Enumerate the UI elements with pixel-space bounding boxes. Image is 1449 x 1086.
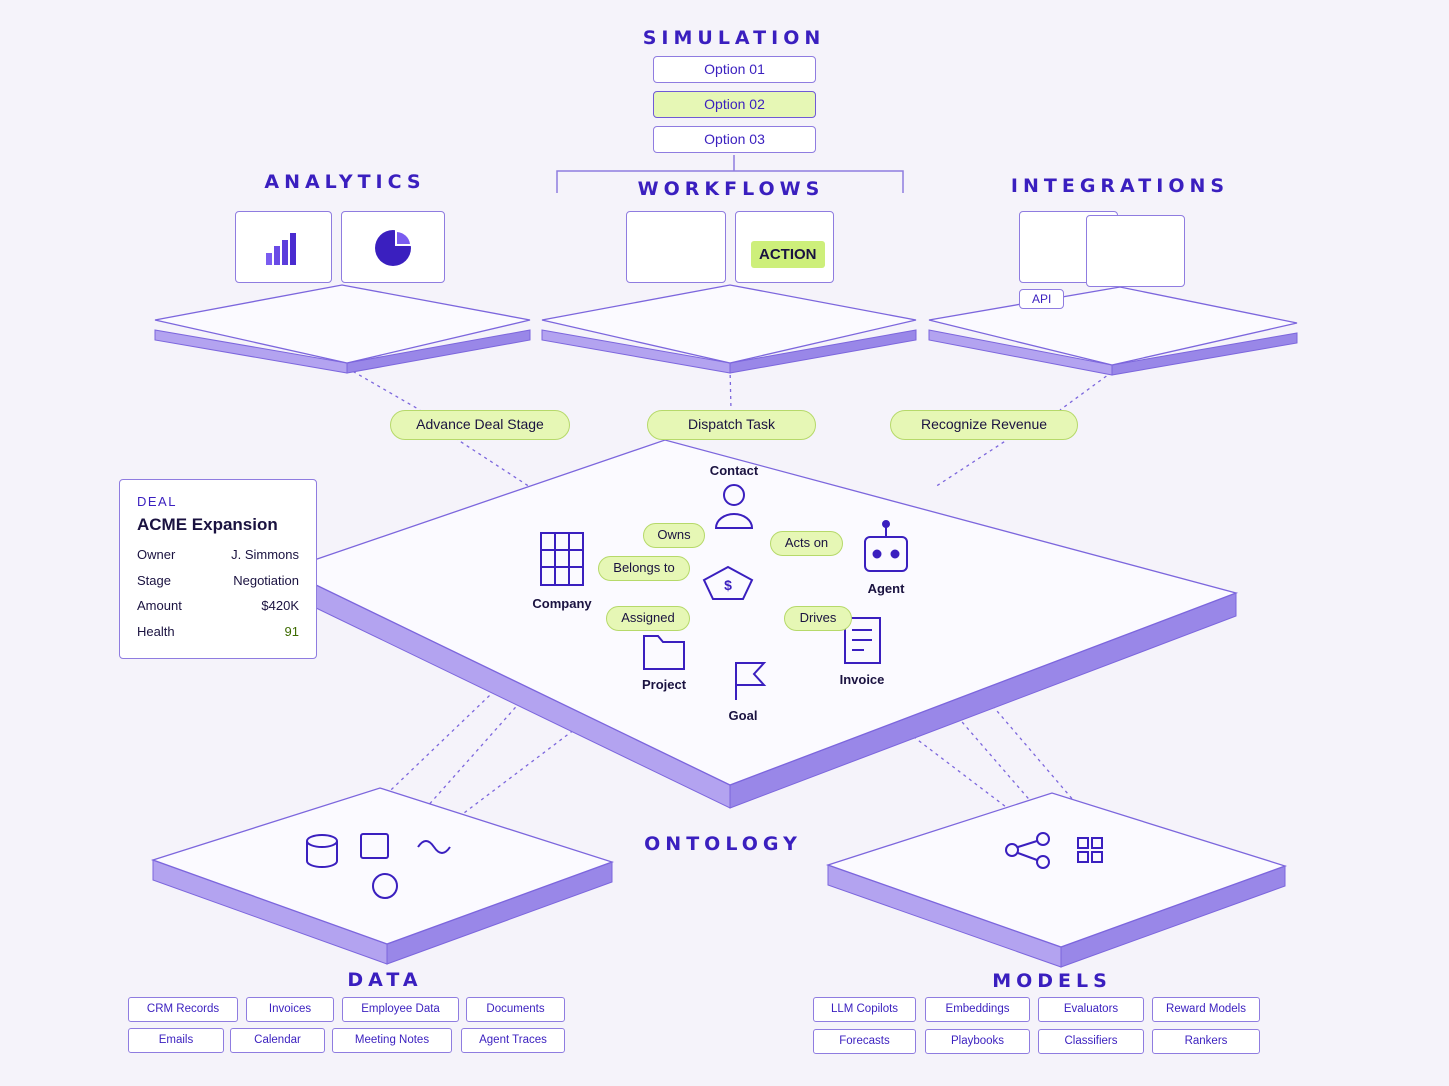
simulation-bracket [556,155,904,193]
company-icon [540,532,584,586]
node-agent-label: Agent [867,581,905,596]
option-01[interactable]: Option 01 [653,56,816,83]
deal-stage-value: Negotiation [233,572,299,588]
deal-owner-value: J. Simmons [231,547,299,562]
analytics-title: ANALYTICS [264,171,426,193]
models-title: MODELS [992,970,1112,992]
workflows-platform [541,284,917,374]
workflow-card-blank[interactable] [626,211,726,283]
option-03[interactable]: Option 03 [653,126,816,153]
node-contact-label: Contact [709,463,759,478]
data-chip-emails[interactable]: Emails [128,1028,224,1053]
data-chip-agent-traces[interactable]: Agent Traces [461,1028,565,1053]
deal-amount-key: Amount [137,598,182,613]
model-chip-rankers[interactable]: Rankers [1152,1029,1260,1054]
relation-belongs-to[interactable]: Belongs to [598,556,690,581]
relation-assigned[interactable]: Assigned [606,606,690,631]
deal-health-key: Health [137,623,175,639]
model-chip-reward-models[interactable]: Reward Models [1152,997,1260,1022]
model-chip-classifiers[interactable]: Classifiers [1038,1029,1144,1054]
model-chip-evaluators[interactable]: Evaluators [1038,997,1144,1022]
workflows-title: WORKFLOWS [637,178,825,200]
ontology-platform [283,439,1239,809]
deal-row-amount: Amount $420K [137,598,299,624]
deal-amount-value: $420K [261,598,299,613]
data-chip-calendar[interactable]: Calendar [230,1028,325,1053]
data-chip-employee-data[interactable]: Employee Data [342,997,459,1022]
analytics-bar-card[interactable] [235,211,332,283]
invoice-document-icon [844,617,881,664]
contact-icon [714,484,754,529]
model-chip-llm-copilots[interactable]: LLM Copilots [813,997,916,1022]
node-invoice-label: Invoice [839,672,885,687]
model-chip-embeddings[interactable]: Embeddings [925,997,1030,1022]
relation-owns[interactable]: Owns [643,523,705,548]
action-dispatch-task[interactable]: Dispatch Task [647,410,816,440]
api-tag[interactable]: API [1019,289,1065,309]
simulation-title: SIMULATION [642,27,826,49]
data-chip-invoices[interactable]: Invoices [246,997,334,1022]
data-title: DATA [347,969,423,991]
deal-stage-key: Stage [137,572,171,588]
deal-card[interactable]: DEAL ACME Expansion Owner J. Simmons Sta… [119,479,317,659]
agent-robot-icon [864,520,908,572]
model-chip-playbooks[interactable]: Playbooks [925,1029,1030,1054]
relation-drives[interactable]: Drives [784,606,852,631]
deal-kicker: DEAL [137,494,177,509]
integrations-title: INTEGRATIONS [1010,175,1230,197]
data-platform [150,787,615,965]
models-platform [825,792,1288,968]
share-icon [1005,832,1050,869]
dollar-icon: $ [702,565,754,600]
deal-row-health: Health 91 [137,624,299,650]
data-chip-meeting-notes[interactable]: Meeting Notes [332,1028,452,1053]
circle-icon [372,873,398,899]
action-badge[interactable]: ACTION [751,241,825,268]
project-folder-icon [643,635,685,670]
node-goal-label: Goal [728,708,758,723]
node-company-label: Company [532,596,592,611]
analytics-platform [154,284,531,374]
action-advance-deal-stage[interactable]: Advance Deal Stage [390,410,570,440]
data-chip-documents[interactable]: Documents [466,997,565,1022]
integrations-platform [928,286,1298,376]
wave-icon [417,840,451,854]
grid-icon [1077,837,1103,863]
goal-flag-icon [735,662,767,700]
svg-text:$: $ [724,577,732,593]
model-chip-forecasts[interactable]: Forecasts [813,1029,916,1054]
database-icon [306,834,338,868]
deal-row-stage: Stage Negotiation [137,573,299,599]
bar-chart-icon [266,233,296,265]
square-icon [360,833,389,859]
deal-health-value: 91 [284,623,299,639]
pie-chart-icon [375,228,413,266]
ontology-title: ONTOLOGY [644,833,802,855]
deal-title: ACME Expansion [137,515,278,534]
option-02[interactable]: Option 02 [653,91,816,118]
deal-owner-key: Owner [137,547,176,562]
data-chip-crm-records[interactable]: CRM Records [128,997,238,1022]
workflow-card-action[interactable]: ACTION [735,211,834,283]
deal-row-owner: Owner J. Simmons [137,547,299,573]
integration-card-front[interactable] [1086,215,1185,287]
analytics-pie-card[interactable] [341,211,445,283]
action-recognize-revenue[interactable]: Recognize Revenue [890,410,1078,440]
relation-acts-on[interactable]: Acts on [770,531,843,556]
node-project-label: Project [641,677,687,692]
